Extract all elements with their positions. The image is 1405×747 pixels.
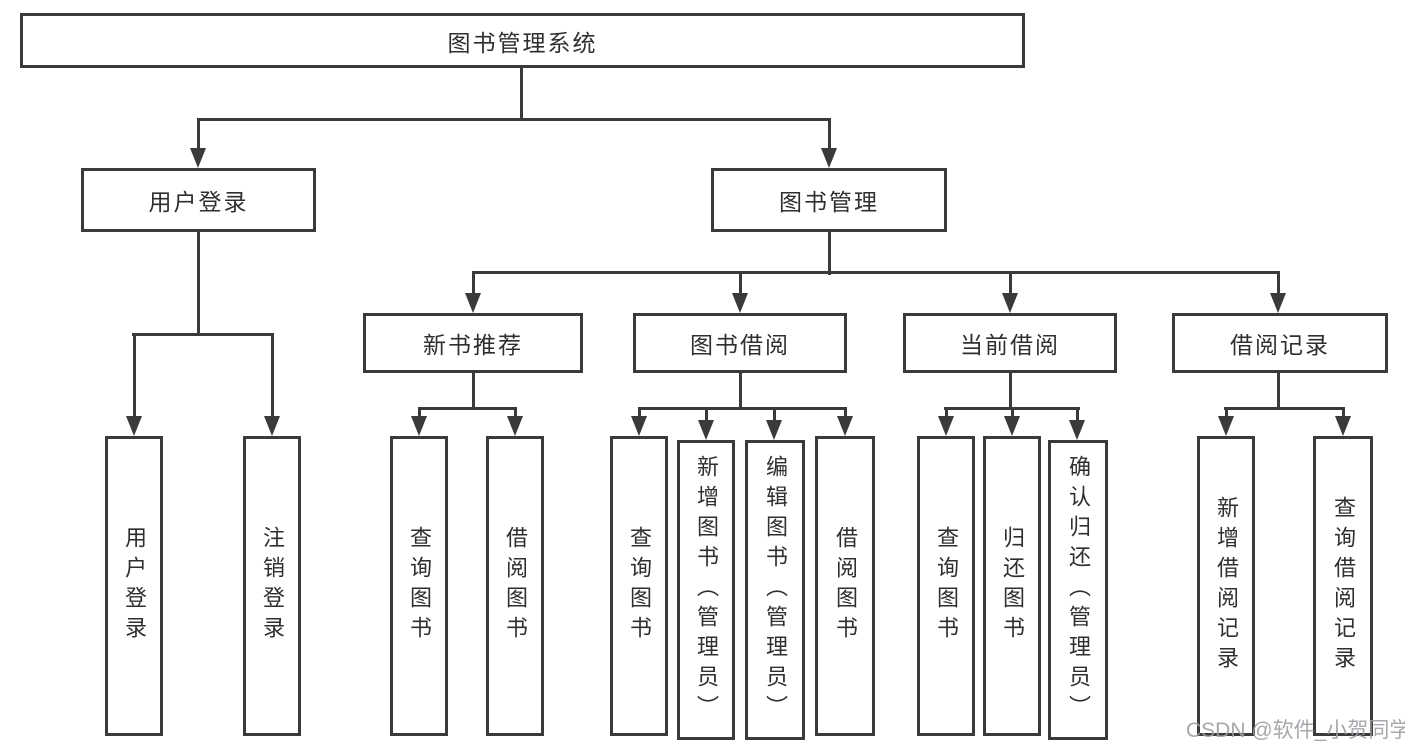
connector-borrow-hline bbox=[638, 407, 847, 410]
node-book-borrow: 图书借阅 bbox=[633, 313, 847, 373]
node-root-label: 图书管理系统 bbox=[447, 29, 598, 56]
connector-arrow-stem bbox=[197, 118, 200, 150]
connector-recommend-hline bbox=[418, 407, 517, 410]
node-leaf-query-borrow-record-label: 查询借阅记录 bbox=[1331, 496, 1356, 676]
node-user-login-group: 用户登录 bbox=[81, 168, 316, 232]
arrow-down-icon bbox=[821, 148, 837, 168]
connector-borrow-stem bbox=[739, 371, 742, 410]
connector-arrow-stem bbox=[844, 407, 847, 418]
arrow-down-icon bbox=[766, 420, 782, 440]
node-book-management-label: 图书管理 bbox=[779, 189, 879, 215]
node-borrow-records: 借阅记录 bbox=[1172, 313, 1388, 373]
connector-arrow-stem bbox=[828, 118, 831, 150]
node-leaf-user-login: 用户登录 bbox=[105, 436, 163, 736]
node-leaf-confirm-return-admin-label: 确认归还（管理员） bbox=[1066, 455, 1091, 725]
connector-arrow-stem bbox=[271, 333, 274, 418]
connector-user-login-stem bbox=[197, 230, 200, 336]
arrow-down-icon bbox=[1335, 416, 1351, 436]
connector-arrow-stem bbox=[1225, 407, 1228, 418]
node-current-borrow: 当前借阅 bbox=[903, 313, 1117, 373]
node-leaf-logout-label: 注销登录 bbox=[260, 526, 285, 646]
node-leaf-borrow-book-label: 借阅图书 bbox=[833, 526, 858, 646]
arrow-down-icon bbox=[1004, 416, 1020, 436]
arrow-down-icon bbox=[732, 293, 748, 313]
arrow-down-icon bbox=[465, 293, 481, 313]
connector-root-hline bbox=[197, 118, 831, 121]
connector-arrow-stem bbox=[1076, 407, 1079, 422]
connector-arrow-stem bbox=[1009, 271, 1012, 295]
node-leaf-query-book-borrow-label: 查询图书 bbox=[627, 526, 652, 646]
connector-arrow-stem bbox=[1342, 407, 1345, 418]
arrow-down-icon bbox=[698, 420, 714, 440]
arrow-down-icon bbox=[1218, 416, 1234, 436]
node-leaf-edit-book-admin-label: 编辑图书（管理员） bbox=[763, 455, 788, 725]
connector-user-login-hline bbox=[132, 333, 274, 336]
connector-arrow-stem bbox=[638, 407, 641, 418]
node-leaf-query-book-current-label: 查询图书 bbox=[934, 526, 959, 646]
node-leaf-borrow-book-recommend-label: 借阅图书 bbox=[503, 526, 528, 646]
connector-arrow-stem bbox=[945, 407, 948, 418]
arrow-down-icon bbox=[938, 416, 954, 436]
arrow-down-icon bbox=[1069, 420, 1085, 440]
node-book-management: 图书管理 bbox=[711, 168, 947, 232]
node-borrow-records-label: 借阅记录 bbox=[1230, 332, 1330, 358]
connector-current-stem bbox=[1009, 371, 1012, 410]
connector-arrow-stem bbox=[1277, 271, 1280, 295]
node-leaf-add-book-admin: 新增图书（管理员） bbox=[677, 440, 735, 740]
arrow-down-icon bbox=[1270, 293, 1286, 313]
node-leaf-confirm-return-admin: 确认归还（管理员） bbox=[1048, 440, 1108, 740]
arrow-down-icon bbox=[507, 416, 523, 436]
node-leaf-edit-book-admin: 编辑图书（管理员） bbox=[745, 440, 805, 740]
arrow-down-icon bbox=[1002, 293, 1018, 313]
connector-book-mgmt-hline bbox=[472, 271, 1280, 274]
connector-root-stem bbox=[520, 68, 523, 120]
node-user-login-group-label: 用户登录 bbox=[148, 189, 249, 215]
node-root: 图书管理系统 bbox=[20, 13, 1025, 68]
connector-records-hline bbox=[1224, 407, 1345, 410]
node-leaf-query-book-recommend: 查询图书 bbox=[390, 436, 448, 736]
node-new-book-recommend-label: 新书推荐 bbox=[423, 332, 523, 358]
csdn-watermark: CSDN @软件_小贺同学 bbox=[1186, 719, 1405, 742]
node-leaf-query-book-borrow: 查询图书 bbox=[610, 436, 668, 736]
arrow-down-icon bbox=[411, 416, 427, 436]
connector-arrow-stem bbox=[514, 407, 517, 418]
arrow-down-icon bbox=[837, 416, 853, 436]
node-leaf-return-book-label: 归还图书 bbox=[1000, 526, 1025, 646]
node-leaf-borrow-book: 借阅图书 bbox=[815, 436, 875, 736]
arrow-down-icon bbox=[126, 416, 142, 436]
node-leaf-query-book-recommend-label: 查询图书 bbox=[407, 526, 432, 646]
node-leaf-user-login-label: 用户登录 bbox=[122, 526, 147, 646]
node-leaf-borrow-book-recommend: 借阅图书 bbox=[486, 436, 544, 736]
connector-recommend-stem bbox=[472, 371, 475, 410]
connector-arrow-stem bbox=[1011, 407, 1014, 418]
node-leaf-query-borrow-record: 查询借阅记录 bbox=[1313, 436, 1373, 736]
connector-book-mgmt-stem bbox=[828, 230, 831, 275]
node-leaf-add-borrow-record-label: 新增借阅记录 bbox=[1214, 496, 1239, 676]
node-leaf-logout: 注销登录 bbox=[243, 436, 301, 736]
connector-arrow-stem bbox=[133, 333, 136, 418]
connector-arrow-stem bbox=[739, 271, 742, 295]
node-new-book-recommend: 新书推荐 bbox=[363, 313, 583, 373]
node-leaf-query-book-current: 查询图书 bbox=[917, 436, 975, 736]
arrow-down-icon bbox=[190, 148, 206, 168]
node-leaf-return-book: 归还图书 bbox=[983, 436, 1041, 736]
node-leaf-add-borrow-record: 新增借阅记录 bbox=[1197, 436, 1255, 736]
connector-arrow-stem bbox=[418, 407, 421, 418]
arrow-down-icon bbox=[264, 416, 280, 436]
node-current-borrow-label: 当前借阅 bbox=[960, 332, 1060, 358]
node-leaf-add-book-admin-label: 新增图书（管理员） bbox=[694, 455, 719, 725]
node-book-borrow-label: 图书借阅 bbox=[690, 332, 790, 358]
connector-arrow-stem bbox=[773, 407, 776, 422]
arrow-down-icon bbox=[631, 416, 647, 436]
connector-records-stem bbox=[1277, 371, 1280, 410]
connector-arrow-stem bbox=[705, 407, 708, 422]
connector-arrow-stem bbox=[472, 271, 475, 295]
